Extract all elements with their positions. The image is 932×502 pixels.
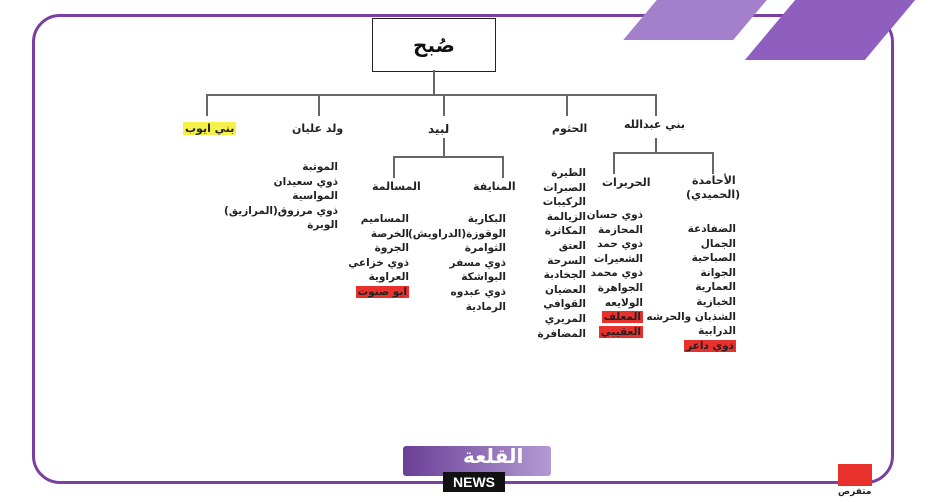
- list-item: ذوي مرزوق(المرازيق): [224, 204, 338, 217]
- list-item: الجواهرة: [597, 281, 643, 294]
- list-item: الثوامرة: [464, 242, 506, 255]
- list-item: الصباحية: [691, 252, 736, 265]
- list-item: ذوي حسان: [586, 209, 643, 221]
- list-wald-ilyan: الموثبة ذوي سعيدان المواسية ذوي مرزوق(ال…: [224, 160, 338, 233]
- label-hariyat: الحريرات: [602, 176, 651, 189]
- list-item: الزيالمة: [546, 210, 586, 223]
- list-item: الرمادية: [465, 300, 506, 313]
- label-musalama: المسالمة: [372, 180, 421, 193]
- stem-bani-ayyub: [206, 94, 208, 116]
- stem-ahamida: [712, 152, 714, 174]
- list-item: العراوية: [368, 271, 409, 284]
- list-item: الخرصة: [370, 227, 409, 240]
- list-item: المكاثرة: [544, 225, 586, 238]
- label-labid: لبيد: [428, 122, 450, 136]
- stem-hariyat: [613, 152, 615, 174]
- list-item: الصبرات: [543, 181, 586, 194]
- list-item: الضفادعة: [687, 223, 736, 235]
- list-item: الدرابية: [698, 325, 736, 338]
- list-item: العضيان: [544, 283, 586, 296]
- stem-wald-ilyan: [318, 94, 320, 116]
- list-item: المضافرة: [537, 327, 586, 340]
- logo-banner: [403, 446, 551, 476]
- news-logo: القلعة NEWS: [403, 442, 551, 494]
- highlight-red: ابو صنوت: [355, 285, 409, 298]
- list-item: الطيرة: [551, 167, 586, 179]
- corner-logo: [838, 464, 872, 486]
- list-item: القوافي: [543, 298, 586, 311]
- list-item: المساميم: [360, 213, 409, 225]
- highlight-red: ذوي داعر: [684, 339, 736, 352]
- list-item: ذوي داعر: [646, 339, 736, 354]
- label-bani-abdullah: بني عبدالله: [624, 118, 685, 131]
- list-item: الخبازية: [696, 295, 736, 308]
- stem-huthum: [566, 94, 568, 116]
- list-manayifa: البكارية الوقوزة(الدراويش) الثوامرة ذوي …: [408, 212, 506, 314]
- stem-labid: [443, 94, 445, 116]
- logo-arabic-text: القلعة: [463, 444, 524, 468]
- list-item: السرحة: [547, 254, 586, 267]
- list-item: الشعيرات: [593, 252, 643, 265]
- root-node: صُبح: [372, 18, 496, 72]
- list-item: الولايعه: [604, 296, 643, 309]
- list-item: المواسية: [292, 190, 338, 203]
- corner-logo-text: متفرص: [838, 487, 872, 497]
- list-item: الجخادبة: [543, 269, 586, 282]
- list-item: العمارية: [695, 281, 736, 294]
- highlight-red: العقيبي: [598, 325, 643, 338]
- list-item: البكارية: [467, 213, 506, 225]
- list-musalama: المساميم الخرصة الجروة ذوي خزاعي العراوي…: [348, 212, 409, 300]
- list-item: العقيبي: [587, 325, 643, 340]
- abdullah-bar: [613, 152, 713, 154]
- list-item: الشذبان والحرشه: [646, 310, 736, 323]
- list-item: الجوانة: [700, 266, 736, 279]
- stem-bani-abdullah: [655, 94, 657, 116]
- list-item: الجروة: [374, 242, 409, 255]
- list-item: المريري: [544, 312, 586, 325]
- highlight-red: المعلف: [601, 311, 643, 324]
- list-item: ذوي حمد: [597, 238, 643, 251]
- list-item: الجمال: [700, 237, 736, 250]
- root-label: صُبح: [413, 33, 455, 57]
- abdullah-stem: [655, 138, 657, 152]
- list-item: المعلف: [587, 310, 643, 325]
- list-item: العتق: [558, 239, 586, 252]
- label-ahamida-sub: (الحميدي): [686, 188, 741, 201]
- list-item: ذوي مسفر: [449, 256, 506, 269]
- stem-manayifa: [502, 156, 504, 178]
- list-item: البواشكة: [461, 271, 506, 284]
- list-item: ذوي خزاعي: [348, 256, 409, 269]
- list-hariyat: ذوي حسان المحازمة ذوي حمد الشعيرات ذوي م…: [587, 208, 643, 339]
- labid-stem: [443, 138, 445, 156]
- list-item: ذوي سعيدان: [273, 175, 338, 188]
- label-huthum: الحثوم: [552, 122, 588, 135]
- list-item: الركيبات: [542, 196, 586, 209]
- labid-bar: [393, 156, 503, 158]
- list-item: المحازمة: [597, 223, 643, 236]
- list-item: الوبرة: [307, 219, 338, 232]
- stem-musalama: [393, 156, 395, 178]
- logo-news-text: NEWS: [443, 472, 505, 492]
- label-wald-ilyan: ولد عليان: [292, 122, 344, 135]
- list-item: الموثبة: [302, 161, 338, 173]
- label-manayifa: المنايفة: [473, 180, 516, 193]
- root-stem: [433, 70, 435, 94]
- level1-bar: [206, 94, 656, 96]
- label-ahamida: الأحامدة: [692, 174, 736, 187]
- list-ahamida: الضفادعة الجمال الصباحية الجوانة العماري…: [646, 222, 736, 353]
- list-item: ذوي عبدوه: [450, 285, 506, 298]
- label-bani-ayyub: بني ايوب: [183, 122, 237, 135]
- list-item: ابو صنوت: [348, 285, 409, 300]
- list-item: ذوي محمد: [590, 267, 643, 280]
- list-huthum: الطيرة الصبرات الركيبات الزيالمة المكاثر…: [538, 166, 586, 341]
- list-item: الوقوزة(الدراويش): [408, 227, 506, 240]
